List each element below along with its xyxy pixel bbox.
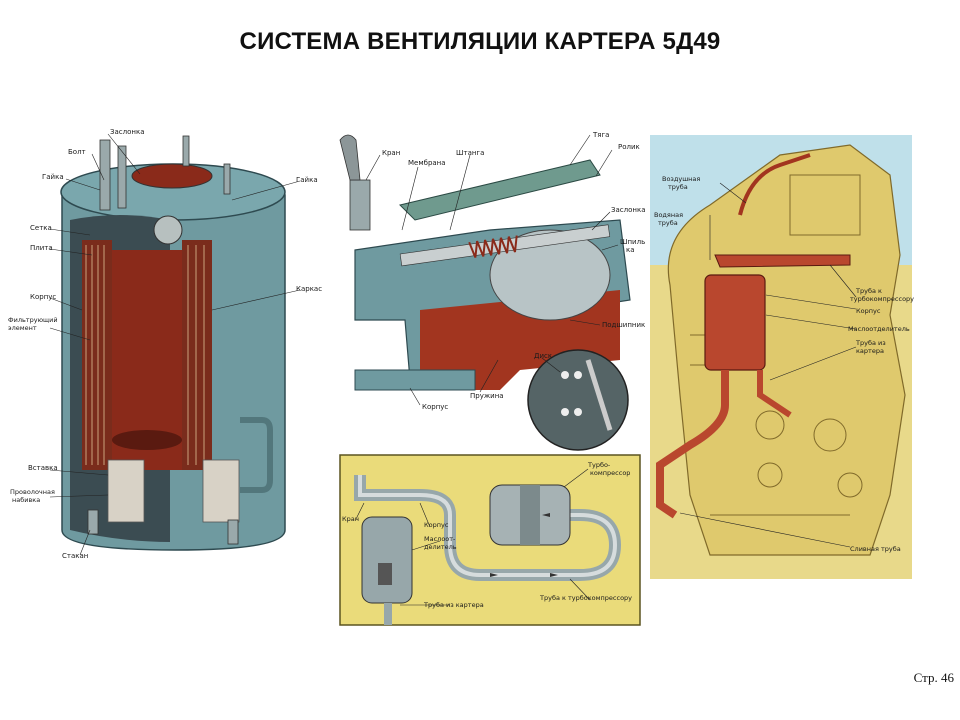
engine-air-pipe <box>738 153 811 216</box>
valve-detail-magnifier <box>527 349 629 451</box>
engine-label-truba-karter-2: картера <box>856 347 884 355</box>
valve-mechanism-illustration: Кран Мембрана Штанга Тяга Ролик Заслонка… <box>339 131 645 451</box>
schem-label-truba-turbo: Труба к турбокомпрессору <box>539 594 632 602</box>
wire-packing-left <box>107 459 145 523</box>
engine-label-masloot: Маслоотделитель <box>848 325 910 333</box>
schematic-separator <box>361 516 413 604</box>
engine-label-truba-turbo-2: турбокомпрессору <box>850 295 914 303</box>
schem-label-masloot-2: делитель <box>424 543 457 551</box>
valve-label-tyaga: Тяга <box>592 131 609 139</box>
engine-crankcase-pipe <box>757 370 792 418</box>
schem-label-turbo-1: Турбо- <box>587 461 611 469</box>
label-filter-element-1: Фильтрующий <box>8 316 58 324</box>
engine-label-vozdush-2: труба <box>668 183 688 191</box>
filter-element-outer <box>82 240 112 470</box>
valve-label-membrana: Мембрана <box>408 159 446 167</box>
wire-packing-right <box>202 459 240 523</box>
engine-oil-separator <box>704 274 766 371</box>
valve-disk <box>489 229 611 321</box>
engine-label-truba-karter-1: Труба из <box>855 339 886 347</box>
valve-label-pruzhina: Пружина <box>470 392 504 400</box>
filter-handle <box>240 417 273 493</box>
engine-label-vozdush-1: Воздушная <box>662 175 700 183</box>
valve-label-rolik: Ролик <box>618 143 640 151</box>
flow-arrows <box>490 513 558 577</box>
valve-spring <box>468 235 518 258</box>
filter-central-channel <box>112 250 182 470</box>
engine-label-vodyanaya-2: труба <box>658 219 678 227</box>
label-nabivka-1: Проволочная <box>10 488 55 496</box>
label-zaslonka: Заслонка <box>110 128 144 136</box>
page-title: СИСТЕМА ВЕНТИЛЯЦИИ КАРТЕРА 5Д49 <box>239 28 721 55</box>
page-number: Стр. 46 <box>913 670 954 685</box>
flow-schematic-diagram: Кран Корпус Маслоот- делитель Турбо- ком… <box>339 454 641 626</box>
engine-label-vodyanaya-1: Водяная <box>654 211 683 219</box>
valve-label-zaslonka: Заслонка <box>611 206 645 214</box>
valve-label-podshipnik: Подшипник <box>602 321 645 329</box>
label-korpus: Корпус <box>30 293 56 301</box>
tap-handle <box>339 134 361 181</box>
valve-label-kran: Кран <box>382 149 400 157</box>
schem-label-turbo-2: компрессор <box>590 469 630 477</box>
valve-lever <box>399 159 601 221</box>
schem-label-kran: Кран <box>342 515 359 523</box>
label-karkas: Каркас <box>296 285 322 293</box>
valve-label-shtanga: Штанга <box>456 149 484 157</box>
engine-label-truba-turbo-1: Труба к <box>855 287 882 295</box>
engine-label-slivnaya: Сливная труба <box>850 545 901 553</box>
engine-block <box>667 144 906 556</box>
schem-label-truba-karter: Труба из картера <box>423 601 484 609</box>
filter-element-inner <box>182 240 212 470</box>
schem-label-korpus: Корпус <box>424 521 449 529</box>
label-filter-element-2: элемент <box>8 324 37 332</box>
valve-label-disk: Диск <box>534 352 552 360</box>
label-gayka-left: Гайка <box>42 173 64 181</box>
valve-label-shpilka-1: Шпиль <box>620 238 645 246</box>
label-setka: Сетка <box>30 224 52 232</box>
label-stakan: Стакан <box>62 552 88 560</box>
label-bolt: Болт <box>68 148 86 156</box>
schem-label-masloot-1: Маслоот- <box>424 535 456 543</box>
valve-label-korpus: Корпус <box>422 403 448 411</box>
filter-cutaway-illustration: Заслонка Болт Гайка Сетка Плита Корпус Ф… <box>8 128 322 560</box>
label-plita: Плита <box>30 244 53 252</box>
engine-installation-illustration: Воздушная труба Водяная труба Труба к ту… <box>650 135 914 579</box>
label-vstavka: Вставка <box>28 464 58 472</box>
filter-mesh <box>85 245 205 465</box>
label-gayka-right: Гайка <box>296 176 318 184</box>
valve-label-shpilka-2: ка <box>626 246 635 254</box>
engine-drain-pipe <box>656 370 729 519</box>
label-nabivka-2: набивка <box>12 496 40 504</box>
engine-label-korpus: Корпус <box>856 307 881 315</box>
valve-base <box>354 369 476 391</box>
